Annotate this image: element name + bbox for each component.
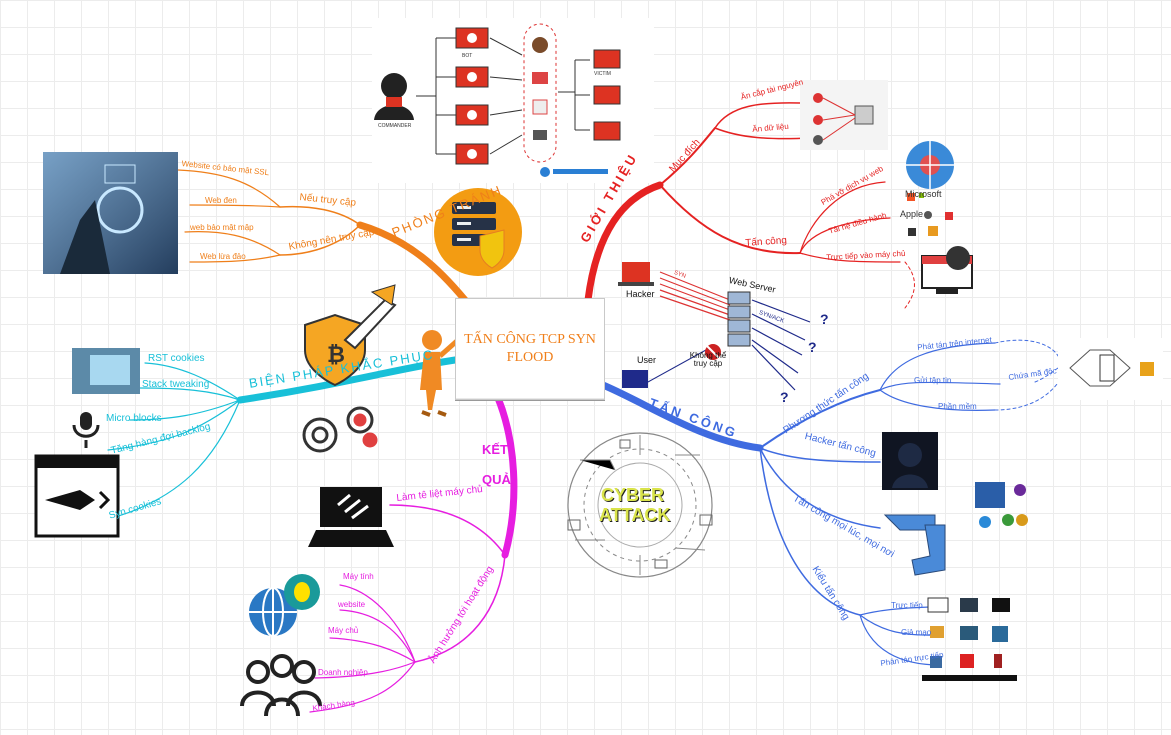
syn-blocked-label: Không thể truy cập <box>689 351 727 368</box>
leaf-may-chu[interactable]: Máy chủ <box>328 626 359 635</box>
person-figure <box>420 330 460 417</box>
victim-label: VICTIM <box>594 71 611 77</box>
branch-ket-qua-lines <box>309 394 518 713</box>
brand-logos <box>907 193 953 236</box>
leaf-may-tinh[interactable]: Máy tính <box>343 572 374 581</box>
rocket-shield-icon: ₿ <box>304 284 397 387</box>
bomb-computer-icon <box>921 246 973 294</box>
brand-apple: Apple <box>900 209 924 219</box>
bot-label: BOT <box>462 53 473 59</box>
leaf-web-den[interactable]: Web đen <box>205 196 237 205</box>
bot-computers <box>455 27 489 165</box>
syn-question-mark-3: ? <box>780 389 789 405</box>
branch-phong-tranh-lines <box>177 169 469 304</box>
attack-label: ATTACK <box>599 505 671 525</box>
branch-ket-qua[interactable]: KẾT QUẢ <box>482 442 511 487</box>
people-icon <box>240 654 322 717</box>
attack-type-thumbnails <box>922 597 1017 681</box>
leaf-truc-tiep[interactable]: Trực tiếp <box>891 601 923 610</box>
leaf-website[interactable]: website <box>338 600 366 609</box>
tablet-photo <box>72 348 140 394</box>
syn-flood-diagram <box>618 262 811 391</box>
brand-microsoft: Microsoft <box>905 189 942 199</box>
botnet-diagram-image <box>372 18 654 183</box>
microphone-icon <box>72 412 100 448</box>
laptop-icon <box>308 487 394 547</box>
leaf-gui-tap-tin[interactable]: Gửi tập tin <box>914 376 952 385</box>
syn-hacker-label: Hacker <box>626 289 655 299</box>
syn-question-mark: ? <box>820 311 829 327</box>
leaf-web-bao-mat-map[interactable]: web bảo mật mập <box>190 223 254 232</box>
globe-bug-icon <box>249 574 320 637</box>
svg-text:₿: ₿ <box>327 343 345 368</box>
syn-user-label: User <box>637 355 657 365</box>
leaf-stack-tweaking[interactable]: Stack tweaking <box>142 379 210 390</box>
network-attack-image <box>1058 338 1163 400</box>
gears-icon <box>302 406 378 453</box>
leaf-micro-blocks[interactable]: Micro blocks <box>106 413 162 424</box>
web-server-stack <box>727 291 751 347</box>
terminal-rocket-icon <box>34 454 120 538</box>
victim-computers <box>593 49 621 141</box>
commander-label: COMMANDER <box>378 123 412 129</box>
syn-question-mark-2: ? <box>808 339 817 355</box>
attack-graph-image <box>800 80 888 150</box>
hacker-image <box>882 432 938 490</box>
social-icons-cluster <box>975 482 1028 528</box>
leaf-rst-cookies[interactable]: RST cookies <box>148 353 205 364</box>
center-topic[interactable]: TẤN CÔNG TCP SYN FLOOD <box>455 298 605 400</box>
server-shield-icon <box>434 188 522 276</box>
security-photo <box>43 152 178 274</box>
globe-target-icon <box>906 141 954 189</box>
branch-gioi-thieu-lines <box>584 102 915 309</box>
commander-icon <box>374 73 414 120</box>
cyber-attack-image <box>567 432 713 578</box>
cyber-label: CYBER <box>601 485 665 505</box>
leaf-web-lua-dao[interactable]: Web lừa đảo <box>200 252 246 261</box>
center-topic-label: TẤN CÔNG TCP SYN FLOOD <box>464 332 596 365</box>
leaf-phan-mem[interactable]: Phần mềm <box>938 402 977 411</box>
leaf-doanh-nghiep[interactable]: Doanh nghiệp <box>318 668 368 677</box>
branch-tan-cong-lines <box>599 339 1061 666</box>
tools-icon <box>883 514 946 576</box>
leaf-gia-mao[interactable]: Giả mạo <box>901 628 932 637</box>
